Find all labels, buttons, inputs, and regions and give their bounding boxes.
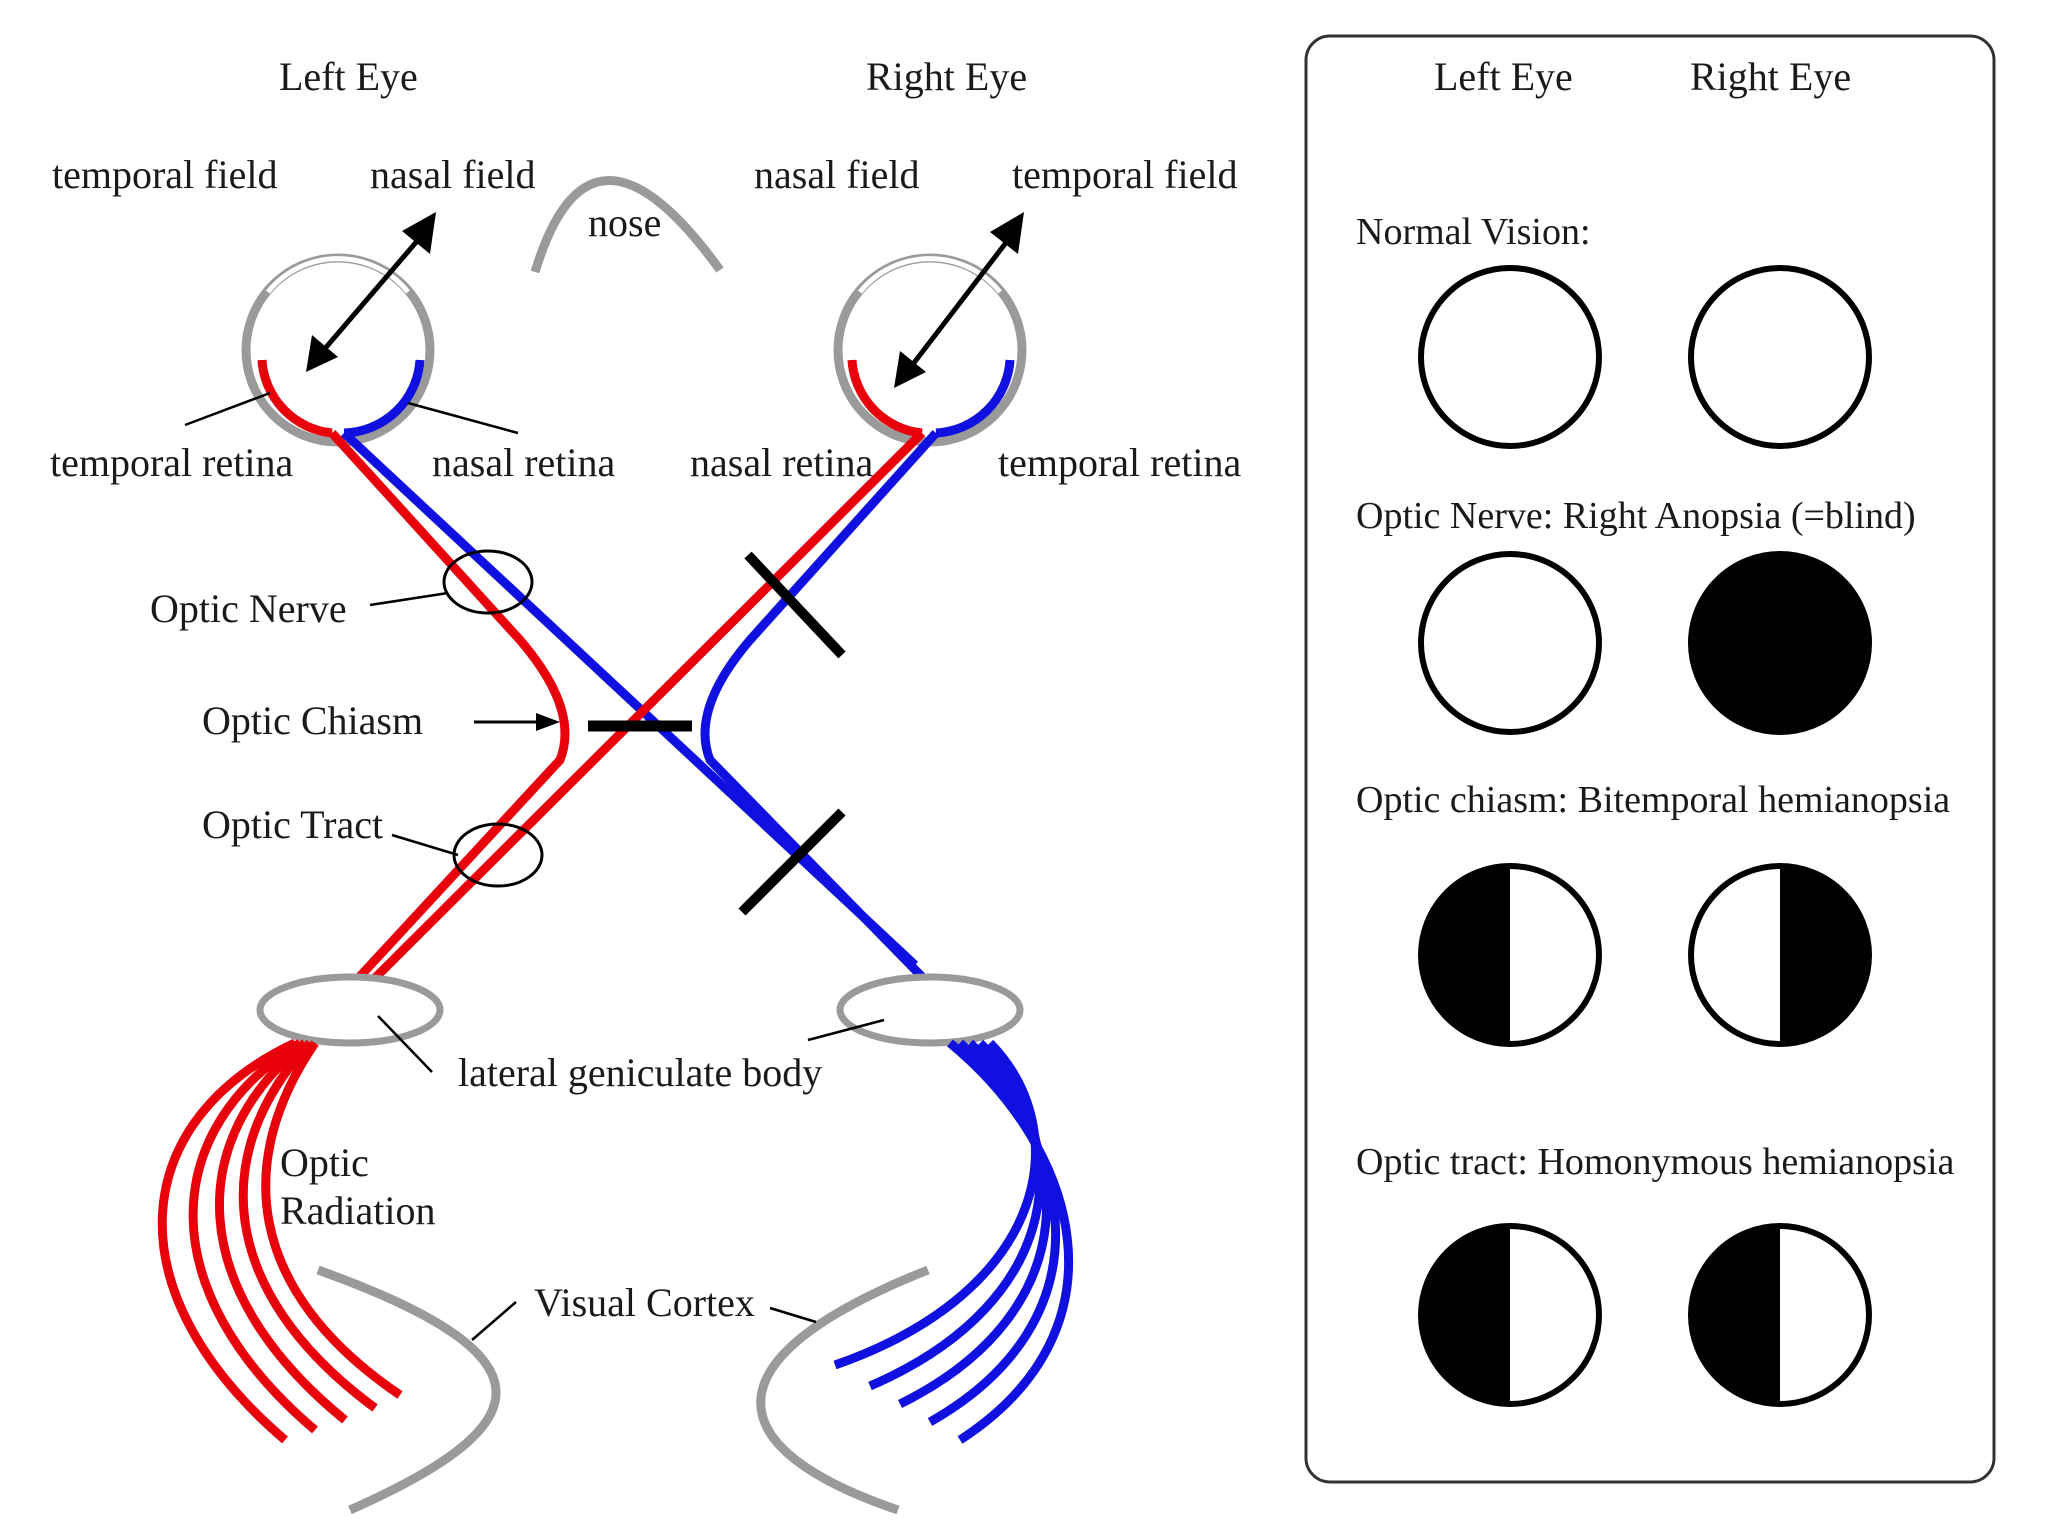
- left-nasal-retina: [343, 359, 425, 438]
- nerve-left-field: [1418, 551, 1602, 735]
- left-optic-radiation: [157, 1038, 403, 1444]
- optic-nerve-lesion-marker: [744, 551, 846, 659]
- optic-nerve-label: Optic Nerve: [150, 586, 347, 631]
- right-temporal-retina-label: temporal retina: [998, 440, 1241, 485]
- left-temporal-retina: [257, 359, 333, 438]
- right-temporal-fiber: [700, 429, 940, 989]
- right-optic-radiation: [833, 1039, 1074, 1444]
- nerve-right-field-blind: [1688, 551, 1872, 735]
- left-nasal-field-label: nasal field: [370, 152, 536, 197]
- right-nasal-retina-label: nasal retina: [690, 440, 873, 485]
- right-field-arrow: [894, 212, 1024, 388]
- optic-nerve-highlight: [442, 549, 534, 615]
- lgb-label: lateral geniculate body: [458, 1050, 822, 1095]
- right-visual-cortex: [756, 1265, 930, 1515]
- optic-chiasm-deficit-label: Optic chiasm: Bitemporal hemianopsia: [1356, 779, 1950, 821]
- optic-tract-lesion-marker: [738, 808, 846, 916]
- right-nasal-fiber: [364, 429, 926, 989]
- left-lgb: [256, 973, 444, 1047]
- optic-tract-label: Optic Tract: [202, 802, 383, 847]
- tract-left-field: [1418, 1223, 1602, 1407]
- right-lgb: [836, 973, 1024, 1047]
- tract-right-field: [1688, 1223, 1872, 1407]
- normal-left-field: [1418, 265, 1602, 449]
- right-nasal-field-label: nasal field: [754, 152, 920, 197]
- optic-radiation-label-line2: Radiation: [280, 1188, 436, 1233]
- optic-chiasm-label: Optic Chiasm: [202, 698, 423, 743]
- left-visual-cortex: [316, 1265, 501, 1515]
- left-temporal-field-label: temporal field: [52, 152, 277, 197]
- optic-chiasm-arrow: [474, 713, 560, 731]
- right-temporal-retina: [935, 359, 1015, 438]
- right-eye-heading: Right Eye: [866, 54, 1027, 99]
- optic-radiation-label-line1: Optic: [280, 1140, 369, 1185]
- left-eyeball: [241, 253, 435, 447]
- nose-label: nose: [588, 200, 661, 245]
- optic-nerve-deficit-label: Optic Nerve: Right Anopsia (=blind): [1356, 495, 1916, 537]
- right-nasal-retina: [847, 359, 923, 438]
- visual-cortex-label: Visual Cortex: [534, 1280, 755, 1325]
- left-nasal-retina-label: nasal retina: [432, 440, 615, 485]
- visual-field-panel: [1304, 34, 1996, 1484]
- chiasm-right-field: [1688, 863, 1872, 1047]
- optic-tract-deficit-label: Optic tract: Homonymous hemianopsia: [1356, 1141, 1955, 1183]
- nose-outline: [530, 176, 724, 274]
- left-field-arrow: [306, 212, 436, 372]
- left-temporal-fiber: [328, 429, 570, 989]
- chiasm-left-field: [1418, 863, 1602, 1047]
- left-temporal-retina-label: temporal retina: [50, 440, 293, 485]
- leader-lines: [184, 391, 885, 1341]
- right-eyeball: [833, 253, 1027, 447]
- normal-vision-label: Normal Vision:: [1356, 211, 1591, 253]
- panel-left-eye-heading: Left Eye: [1434, 54, 1573, 99]
- panel-right-eye-heading: Right Eye: [1690, 54, 1851, 99]
- normal-right-field: [1688, 265, 1872, 449]
- left-eye-heading: Left Eye: [279, 54, 418, 99]
- right-temporal-field-label: temporal field: [1012, 152, 1237, 197]
